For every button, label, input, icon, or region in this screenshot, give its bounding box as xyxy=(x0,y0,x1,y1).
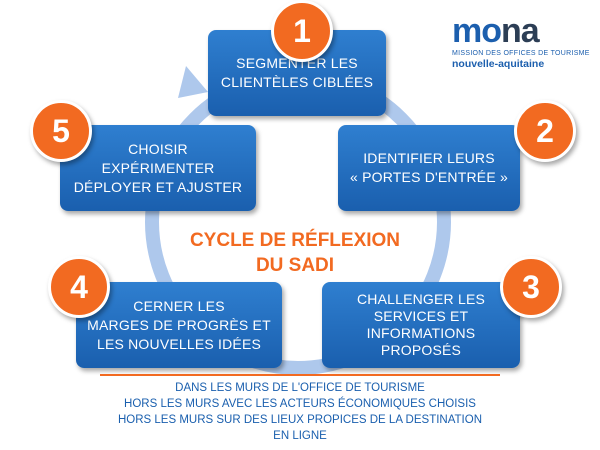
cycle-title-line: DU SADI xyxy=(255,255,335,276)
cycle-arrowhead xyxy=(178,66,208,98)
step-3-badge: 3 xyxy=(500,256,562,318)
step-2-line: IDENTIFIER LEURS xyxy=(363,150,495,166)
step-1-badge: 1 xyxy=(271,0,333,62)
footer-line: HORS LES MURS SUR DES LIEUX PROPICES DE … xyxy=(117,414,483,426)
step-3-line: PROPOSÉS xyxy=(380,342,462,358)
logo-region: nouvelle-aquitaine xyxy=(452,58,545,70)
step-3-line: INFORMATIONS xyxy=(366,325,476,341)
mona-logo: mona MISSION DES OFFICES DE TOURISME nou… xyxy=(452,14,592,70)
logo-wordmark: mona xyxy=(452,12,540,50)
step-4-line: CERNER LES xyxy=(133,297,225,314)
step-5-badge: 5 xyxy=(30,100,92,162)
footer-divider xyxy=(100,374,500,376)
footer-line: HORS LES MURS AVEC LES ACTEURS ÉCONOMIQU… xyxy=(124,398,476,410)
step-2-box: IDENTIFIER LEURS « PORTES D'ENTRÉE » xyxy=(338,125,520,211)
step-4-box: CERNER LES MARGES DE PROGRÈS ET LES NOUV… xyxy=(76,282,282,368)
step-3-line: SERVICES ET xyxy=(373,308,469,324)
footer-line: EN LIGNE xyxy=(273,430,327,442)
step-5-line: DÉPLOYER ET AJUSTER xyxy=(73,178,243,195)
step-3-box: CHALLENGER LES SERVICES ET INFORMATIONS … xyxy=(322,282,520,368)
step-2-line: « PORTES D'ENTRÉE » xyxy=(350,169,508,185)
step-2-badge: 2 xyxy=(514,100,576,162)
step-4-badge: 4 xyxy=(48,256,110,318)
cycle-title: CYCLE DE RÉFLEXION DU SADI xyxy=(170,228,420,278)
step-5-line: EXPÉRIMENTER xyxy=(101,159,215,176)
footer-list: DANS LES MURS DE L'OFFICE DE TOURISME HO… xyxy=(100,380,500,444)
step-4-line: LES NOUVELLES IDÉES xyxy=(96,335,262,352)
cycle-title-line: CYCLE DE RÉFLEXION xyxy=(189,230,401,251)
footer-line: DANS LES MURS DE L'OFFICE DE TOURISME xyxy=(175,382,425,394)
logo-subtitle: MISSION DES OFFICES DE TOURISME xyxy=(452,50,590,57)
step-5-line: CHOISIR xyxy=(128,140,188,157)
step-1-line: CLIENTÈLES CIBLÉES xyxy=(220,74,374,90)
step-4-line: MARGES DE PROGRÈS ET xyxy=(87,316,271,333)
step-1-line: SEGMENTER LES xyxy=(236,55,358,71)
step-3-line: CHALLENGER LES xyxy=(356,291,486,307)
step-5-box: CHOISIR EXPÉRIMENTER DÉPLOYER ET AJUSTER xyxy=(60,125,256,211)
